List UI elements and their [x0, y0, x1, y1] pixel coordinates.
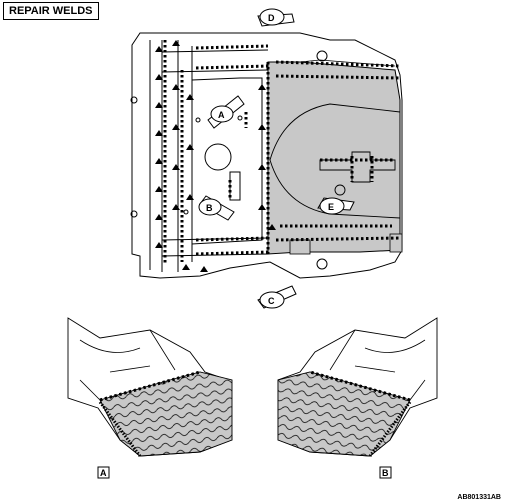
document-code: AB801331AB	[457, 494, 501, 501]
view-arrow-a: A	[207, 95, 245, 129]
detail-b-label: B	[382, 468, 389, 478]
view-arrow-b: B	[198, 195, 235, 221]
floor-panel-view	[130, 32, 403, 279]
diagram-title: REPAIR WELDS	[3, 2, 99, 20]
detail-view-b	[277, 317, 438, 457]
weld-triangle-marks	[155, 40, 276, 272]
view-arrow-a-label: A	[218, 110, 225, 120]
view-arrow-d-label: D	[268, 13, 275, 23]
detail-view-a	[67, 317, 233, 457]
view-arrow-b-label: B	[206, 203, 213, 213]
floor-hole	[204, 143, 232, 171]
detail-a-label: A	[100, 468, 107, 478]
view-arrow-e-label: E	[328, 202, 334, 212]
view-arrow-d: D	[257, 8, 295, 27]
view-arrow-c-label: C	[268, 296, 275, 306]
center-bracket	[319, 151, 396, 183]
view-arrow-c: C	[257, 285, 297, 309]
spare-tire-well-outline	[269, 103, 401, 219]
spot-weld-marks	[163, 40, 401, 265]
floor-outline	[131, 32, 403, 279]
view-arrow-e: E	[317, 197, 355, 215]
